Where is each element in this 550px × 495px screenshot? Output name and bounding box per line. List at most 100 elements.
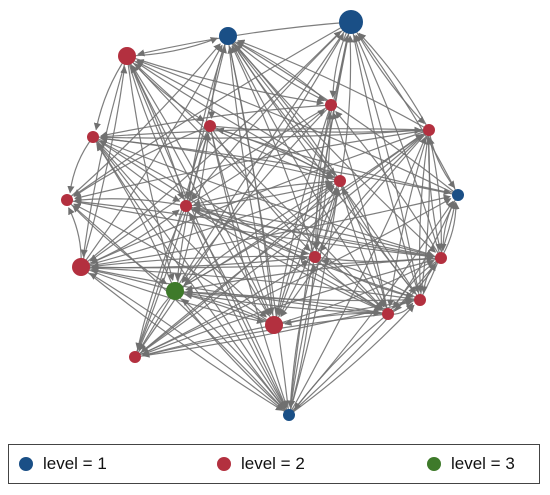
node-n17-level-2	[265, 316, 283, 334]
edge-113	[80, 266, 284, 411]
node-n13-level-2	[72, 258, 90, 276]
edge-110	[80, 254, 308, 269]
edge-83	[185, 109, 325, 207]
edge-7	[227, 35, 275, 315]
edge-168	[288, 136, 427, 416]
node-n8-level-2	[334, 175, 346, 187]
edge-84	[185, 180, 333, 207]
edge-66	[216, 127, 341, 182]
edge-137	[174, 290, 381, 317]
edge-30	[100, 104, 332, 139]
edge-38	[73, 125, 211, 197]
edge-169	[288, 188, 341, 416]
edge-143	[73, 203, 275, 326]
edge-79	[66, 43, 221, 201]
edge-90	[185, 205, 382, 311]
node-n3-level-2	[118, 47, 136, 65]
edge-151	[134, 185, 335, 358]
node-n9-level-1	[452, 189, 464, 201]
edge-170	[288, 200, 454, 416]
edge-11	[350, 21, 425, 125]
edge-96	[74, 198, 442, 259]
edge-89	[135, 205, 187, 351]
edge-76	[136, 59, 459, 196]
edge-70	[183, 180, 341, 286]
edge-9	[137, 21, 352, 57]
edge-60	[280, 129, 430, 317]
edge-134	[174, 184, 334, 292]
edge-64	[339, 35, 354, 182]
edge-15	[350, 21, 420, 293]
edge-47	[92, 136, 435, 257]
edge-158	[342, 187, 389, 315]
edge-44	[92, 127, 422, 139]
node-n7-level-2	[423, 124, 435, 136]
node-layer	[61, 10, 464, 421]
edge-102	[80, 44, 223, 268]
edge-105	[80, 182, 334, 268]
node-n1-level-1	[219, 27, 237, 45]
edge-140	[273, 34, 350, 326]
legend-label-level-1: level = 1	[43, 454, 107, 473]
edge-163	[284, 312, 389, 326]
node-n2-level-1	[339, 10, 363, 34]
edge-167	[97, 142, 290, 416]
edge-145	[90, 267, 275, 326]
node-n14-level-2	[309, 251, 321, 263]
edge-125	[419, 137, 433, 301]
legend-item-level-1: level = 1	[19, 445, 107, 483]
edge-159	[387, 201, 455, 315]
edge-152	[134, 198, 452, 358]
edge-122	[287, 256, 316, 408]
edge-74	[236, 41, 459, 196]
edge-155	[134, 63, 389, 315]
edge-54	[428, 129, 456, 189]
edge-29	[236, 41, 332, 106]
edge-24	[80, 55, 128, 257]
edge-172	[189, 212, 290, 416]
edge-174	[89, 272, 290, 416]
node-n4-level-2	[325, 99, 337, 111]
edge-156	[331, 112, 389, 315]
node-n6-level-2	[87, 131, 99, 143]
edge-175	[288, 264, 317, 416]
edge-165	[294, 313, 389, 410]
edge-80	[66, 199, 434, 260]
edge-65	[135, 61, 341, 182]
edge-51	[237, 39, 430, 131]
edge-86	[185, 205, 434, 260]
legend: level = 1 level = 2 level = 3	[8, 444, 540, 484]
edge-171	[72, 205, 290, 416]
legend-item-level-3: level = 3	[427, 445, 515, 483]
edge-124	[352, 34, 421, 301]
edge-142	[273, 187, 339, 326]
edge-157	[99, 140, 389, 315]
edge-132	[96, 143, 176, 292]
edge-162	[185, 288, 389, 315]
edge-49	[92, 136, 382, 311]
edge-107	[68, 207, 82, 268]
edge-177	[181, 298, 290, 416]
edge-128	[321, 258, 421, 301]
node-n15-level-2	[414, 294, 426, 306]
edge-93	[335, 110, 442, 259]
node-n10-level-2	[61, 194, 73, 206]
edge-layer	[66, 21, 460, 416]
edge-141	[131, 65, 275, 326]
edge-16	[138, 21, 352, 351]
legend-item-level-2: level = 2	[217, 445, 305, 483]
legend-dot-level-1	[19, 457, 33, 471]
legend-dot-level-3	[427, 457, 441, 471]
edge-57	[90, 129, 430, 264]
edge-92	[355, 34, 442, 259]
edge-75	[357, 33, 459, 196]
edge-21	[93, 55, 128, 131]
node-n16-level-3	[166, 282, 184, 300]
network-graph	[61, 10, 464, 421]
edge-146	[184, 292, 275, 326]
edge-82	[130, 65, 187, 207]
edge-35	[209, 125, 422, 134]
edge-19	[126, 55, 324, 106]
node-n19-level-2	[382, 308, 394, 320]
edge-58	[319, 129, 430, 252]
